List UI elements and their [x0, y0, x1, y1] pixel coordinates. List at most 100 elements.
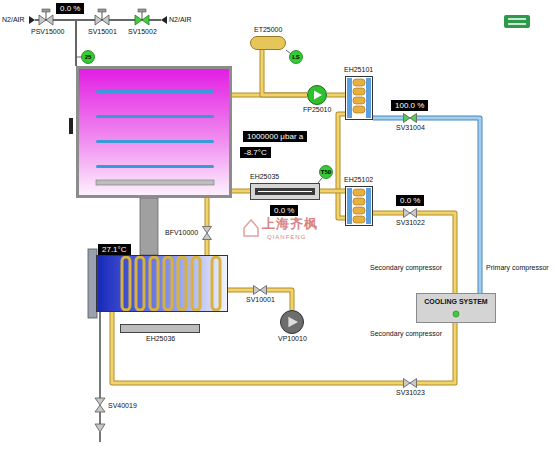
- tank-symbol: [250, 36, 286, 50]
- level-sensor: [290, 51, 303, 64]
- equipment-tag: ET25000: [254, 26, 282, 34]
- sensor-tag: LS: [292, 54, 300, 61]
- valve-tag: PSV15000: [31, 28, 64, 36]
- value-display: 1000000 μbar a: [243, 131, 307, 142]
- equipment-tag: BFV10000: [165, 229, 198, 237]
- vacuum-pump: VP10010: [280, 310, 304, 334]
- equipment-tag: VP10010: [278, 335, 307, 343]
- pipe-core: [228, 289, 253, 292]
- refrigerant-pipe: [320, 191, 345, 192]
- valve-tag: SV15002: [128, 28, 157, 36]
- equipment-tag: SV31023: [396, 389, 425, 397]
- equipment-tag: EH25101: [344, 66, 373, 74]
- gas-inlet-line: [29, 9, 167, 66]
- pipe-outline: [205, 198, 210, 226]
- gas-inlet-label: N2/AIR: [169, 16, 192, 24]
- hx-symbol: [345, 76, 373, 120]
- value-display: 100.0 %: [391, 100, 428, 111]
- pump-symbol: [307, 85, 327, 105]
- refrigerant-pipe: [232, 191, 250, 192]
- status-icon: [504, 15, 530, 28]
- pipe-outline: [327, 93, 345, 98]
- refrigerant-pipe: [112, 312, 403, 383]
- heat-exchanger: EH25101: [345, 76, 373, 120]
- valve-tag: SV15001: [88, 28, 117, 36]
- equipment-tag: SV31022: [396, 219, 425, 227]
- pipe-outline: [228, 288, 253, 293]
- refrigerant-pipe: [327, 95, 345, 96]
- condenser: 27.1°C: [96, 255, 228, 312]
- equipment-tag: SV31004: [396, 124, 425, 132]
- refrigerant-pipe: [228, 290, 253, 291]
- control-valve: 100.0 %SV31004: [403, 113, 417, 123]
- electric-heater: EH25035: [250, 183, 320, 200]
- watermark: QIANFENG: [267, 234, 306, 241]
- line-note: Primary compressor: [486, 264, 549, 272]
- pipe-outline: [205, 240, 210, 255]
- pipe-core: [327, 94, 345, 97]
- percent-display: 0.0 %: [56, 3, 84, 14]
- refrigerant-pipe: [207, 198, 208, 226]
- heater-symbol: [250, 183, 320, 200]
- pipe-core: [206, 198, 209, 226]
- cooling-unit: COOLING SYSTEM: [416, 293, 496, 323]
- valve-symbol: [403, 113, 417, 123]
- pipe-core: [320, 190, 345, 193]
- equipment-tag: EH25102: [344, 176, 373, 184]
- pipe-core: [232, 190, 250, 193]
- pipe-core: [262, 50, 307, 95]
- watermark: 上海齐枫: [262, 217, 318, 232]
- valve-symbol: [403, 208, 417, 218]
- chamber-interior: [69, 69, 229, 255]
- valve-symbol: [253, 285, 267, 295]
- value-display: 0.0 %: [396, 195, 424, 206]
- gas-inlet-label: N2/AIR: [2, 16, 25, 24]
- condenser-heater: EH25036: [120, 324, 200, 333]
- pipe-core: [338, 114, 345, 218]
- condenser-body: [88, 249, 228, 318]
- equipment-tag: EH25036: [146, 335, 175, 343]
- refrigerant-pipe: [262, 50, 307, 95]
- pipe-core: [112, 312, 403, 383]
- coolant-pipe: [373, 118, 403, 119]
- pipe-outline: [232, 189, 250, 194]
- solenoid-valve: SV31023: [403, 378, 417, 388]
- line-note: Secondary compressor: [370, 264, 442, 272]
- temperature-display: -8.7°C: [240, 147, 271, 158]
- pipe-core: [373, 117, 403, 120]
- valve-symbol: [403, 378, 417, 388]
- pipe-outline: [320, 189, 345, 194]
- pipe-core: [206, 240, 209, 255]
- equipment-tag: SV10001: [246, 296, 275, 304]
- equipment-tag: COOLING SYSTEM: [424, 298, 487, 306]
- circulation-pump: FP25010: [307, 85, 327, 105]
- butterfly-valve: BFV10000: [202, 226, 212, 240]
- sensor-tag: 25: [85, 54, 92, 61]
- refrigerant-pipe: [207, 240, 208, 255]
- pipe-outline: [373, 116, 403, 121]
- vacuum-chamber: 1000000 μbar a: [76, 66, 232, 198]
- value-display: 27.1°C: [98, 244, 131, 255]
- sensor-tag: T50: [321, 169, 331, 176]
- control-valve: 0.0 %SV31022: [403, 208, 417, 218]
- pipe-outline: [373, 211, 403, 216]
- drain-line: [95, 312, 105, 442]
- refrigerant-pipe: [373, 213, 403, 214]
- equipment-tag: EH25035: [250, 173, 279, 181]
- watermark-logo: [244, 220, 258, 236]
- hx-symbol: [345, 186, 373, 226]
- status-led: [452, 310, 460, 318]
- temperature-sensor: [320, 166, 333, 179]
- line-note: Secondary compressor: [370, 330, 442, 338]
- expansion-tank: ET25000: [250, 36, 286, 50]
- heat-exchanger: EH25102: [345, 186, 373, 226]
- pipe-outline: [112, 312, 403, 383]
- pipe-core: [373, 212, 403, 215]
- pipe-outline: [262, 50, 307, 95]
- solenoid-valve: SV10001: [253, 285, 267, 295]
- valve-tag: SV40019: [108, 402, 137, 410]
- valvev-symbol: [202, 226, 212, 240]
- equipment-tag: FP25010: [303, 106, 331, 114]
